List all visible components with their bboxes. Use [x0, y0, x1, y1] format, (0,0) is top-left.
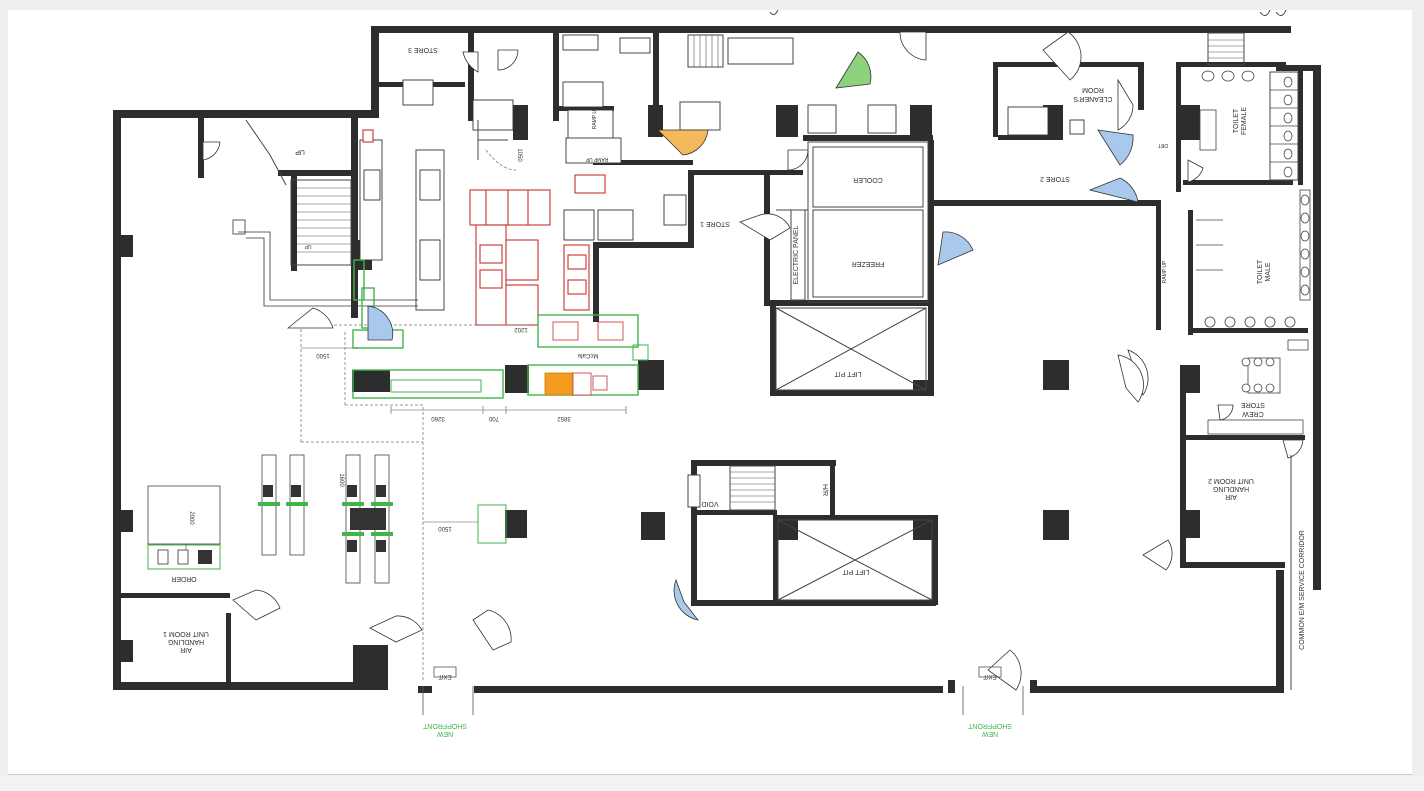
columns: [121, 105, 1200, 662]
label-shopfront-right-1: NEW: [981, 730, 998, 737]
label-female-2: TOILET: [1233, 108, 1240, 133]
dim-1600: 1600: [338, 473, 344, 487]
stair-left: UP: [245, 119, 352, 266]
male-toilet-fixtures: [1196, 189, 1311, 328]
cooler-freezer: [776, 141, 929, 303]
dining-chairs: [258, 502, 393, 536]
label-female-1: FEMALE: [1241, 107, 1248, 135]
label-male-2: TOILET: [1257, 259, 1264, 284]
chair-marks: [157, 485, 386, 565]
stair-void: [729, 465, 776, 511]
label-mccafe: McCafe: [577, 352, 598, 358]
annotation-labels: EXIT EXIT NEW SHOPFRONT NEW SHOPFRONT UP…: [188, 106, 1168, 737]
label-ramp-up-1: RAMP UP: [592, 106, 598, 129]
dim-1050: 1050: [516, 148, 522, 162]
label-shopfront-right-2: SHOPFRONT: [967, 722, 1012, 729]
label-lift-pit-bottom: LIFT PIT: [842, 568, 870, 575]
lift-pit-bottom: [777, 519, 933, 601]
dim-3852: 3852: [557, 415, 571, 421]
label-order: ORDER: [171, 575, 196, 582]
label-shopfront-left-2: SHOPFRONT: [422, 722, 467, 729]
label-store-2: STORE 2: [1040, 175, 1070, 182]
dim-3260: 3260: [431, 415, 445, 421]
dim-700: 700: [488, 415, 499, 421]
dim-1500b: 1500: [438, 525, 452, 531]
label-ramp-up-2: RAMP UP: [585, 156, 608, 162]
label-shopfront-left-1: NEW: [436, 730, 453, 737]
label-male-1: MALE: [1265, 262, 1272, 281]
label-cooler: COOLER: [853, 176, 883, 183]
kitchen-equipment-red: [362, 129, 606, 326]
door-swings: [202, 31, 1304, 691]
lift-pit-top: [775, 307, 927, 391]
label-ahu2-1: AIR: [1225, 493, 1237, 500]
bottom-strip: [0, 776, 1424, 791]
stair-top-mid: [687, 34, 794, 68]
dim-1202: 1202: [514, 326, 528, 332]
label-electric-panel: ELECTRIC PANEL: [793, 225, 800, 284]
label-crew-2: STORE: [1241, 401, 1265, 408]
label-cleaners-1: CLEANER'S: [1073, 95, 1112, 102]
label-ahu2-3: UNIT ROOM 2: [1208, 477, 1254, 484]
label-ramp-up-3: RAMP UP: [1162, 260, 1168, 283]
female-toilet-fixtures: [1199, 70, 1299, 181]
duct-run: [232, 219, 418, 307]
kitchen-equipment-black: [359, 34, 1085, 508]
label-hr: H/R: [821, 484, 828, 496]
stair-top-right: [1207, 32, 1245, 66]
dim-2000: 2000: [188, 511, 194, 525]
label-cleaners-2: ROOM: [1082, 86, 1104, 93]
drawing-sheet: UP: [8, 10, 1412, 775]
floor-plan: UP: [113, 10, 1321, 737]
label-ahu1-3: UNIT ROOM 1: [163, 630, 209, 637]
label-up-small: UP: [304, 243, 312, 249]
label-ahu1-1: AIR: [180, 646, 192, 653]
crew-store-fixtures: [1207, 339, 1309, 435]
label-store-1: STORE 1: [700, 220, 730, 227]
label-service-corridor: COMMON E/M SERVICE CORRIDOR: [1299, 530, 1306, 650]
label-void: VOID: [701, 500, 718, 507]
label-ahu2-2: HANDLING: [1213, 485, 1249, 492]
label-freezer: FREEZER: [852, 260, 885, 267]
label-store-3: STORE 3: [408, 46, 438, 53]
fryer-block: [544, 321, 624, 396]
room-labels: STORE 3 STORE 1 STORE 2 CLEANER'S ROOM F…: [163, 46, 1306, 653]
stair-up-label: UP: [295, 148, 305, 155]
label-exit-left: EXIT: [438, 673, 452, 679]
dim-1500a: 1500: [316, 352, 330, 358]
label-exit-right: EXIT: [983, 673, 997, 679]
label-dbt: DBT: [1158, 142, 1168, 148]
title-remnants: [769, 10, 1287, 16]
label-crew-1: CREW: [1242, 410, 1264, 417]
label-lift-pit-top: LIFT PIT: [834, 370, 862, 377]
label-ahu1-2: HANDLING: [168, 638, 204, 645]
shopfront-openings: [422, 666, 1024, 715]
